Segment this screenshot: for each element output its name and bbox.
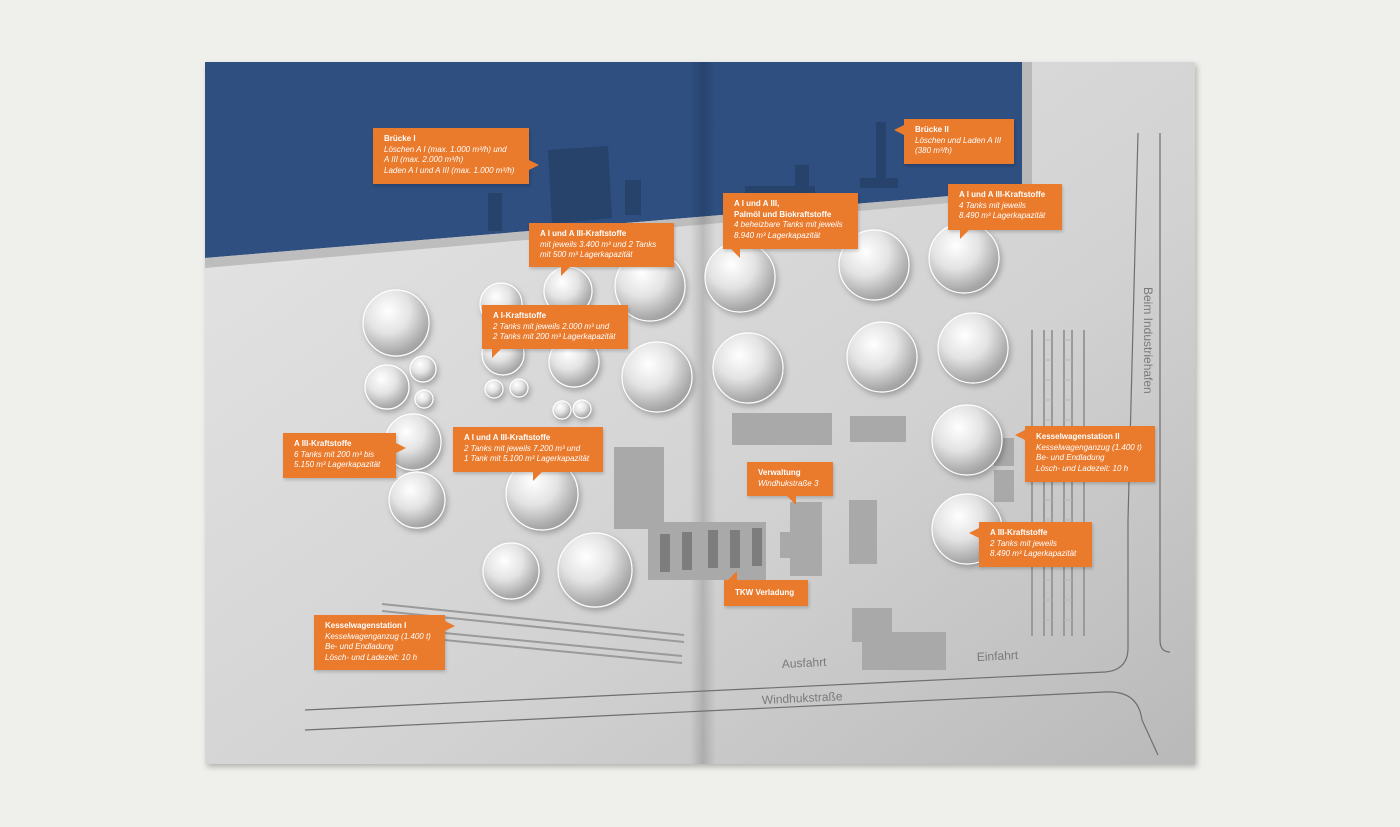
tank bbox=[704, 241, 776, 313]
callout-line: 8.490 m³ Lagerkapazität bbox=[959, 211, 1046, 220]
callout-aiii-left: A III-Kraftstoffe 6 Tanks mit 200 m³ bis… bbox=[283, 433, 406, 478]
harbor-water bbox=[205, 62, 1022, 258]
callout-ai-kraftstoffe: A I-Kraftstoffe 2 Tanks mit jeweils 2.00… bbox=[482, 305, 628, 358]
tank bbox=[388, 471, 446, 529]
tank bbox=[937, 312, 1009, 384]
page-fold bbox=[690, 62, 716, 764]
tank bbox=[482, 542, 540, 600]
callout-title: Kesselwagenstation I bbox=[325, 621, 407, 630]
callout-line: Löschen und Laden A III bbox=[915, 135, 1002, 145]
callout-line: Kesselwagenganzug (1.400 t) bbox=[325, 631, 431, 641]
tank bbox=[712, 332, 784, 404]
exit-label: Ausfahrt bbox=[781, 655, 827, 671]
tank bbox=[572, 399, 592, 419]
callout-title: Brücke I bbox=[384, 134, 416, 143]
callout-line: Kesselwagenganzug (1.400 t) bbox=[1036, 442, 1142, 452]
callout-bruecke-1: Brücke I Löschen A I (max. 1.000 m³/h) u… bbox=[373, 128, 539, 184]
tank bbox=[509, 378, 529, 398]
callout-title: TKW Verladung bbox=[735, 588, 795, 597]
callout-title: Brücke II bbox=[915, 125, 949, 134]
callout-line: 2 Tanks mit 200 m³ Lagerkapazität bbox=[493, 332, 616, 341]
callout-line: 2 Tanks mit jeweils bbox=[990, 538, 1057, 548]
callout-line: mit jeweils 3.400 m³ und 2 Tanks bbox=[540, 239, 657, 249]
callout-ai-aiii-mid: A I und A III-Kraftstoffe 2 Tanks mit je… bbox=[453, 427, 603, 481]
tank bbox=[409, 355, 437, 383]
callout-title: Verwaltung bbox=[758, 468, 801, 477]
callout-title: A I und A III-Kraftstoffe bbox=[959, 190, 1046, 199]
callout-line: 2 Tanks mit jeweils 2.000 m³ und bbox=[493, 321, 610, 331]
tank bbox=[621, 341, 693, 413]
callout-line: Laden A I und A III (max. 1.000 m³/h) bbox=[384, 165, 515, 175]
tank bbox=[414, 389, 434, 409]
callout-line: Lösch- und Ladezeit: 10 h bbox=[325, 652, 418, 662]
tanks bbox=[362, 222, 1009, 608]
entrance-label: Einfahrt bbox=[976, 648, 1019, 664]
tank bbox=[846, 321, 918, 393]
callout-aiii-right: A III-Kraftstoffe 2 Tanks mit jeweils 8.… bbox=[969, 522, 1092, 567]
tank bbox=[552, 400, 572, 420]
callout-line: Be- und Endladung bbox=[1036, 453, 1105, 462]
callout-line: 6 Tanks mit 200 m³ bis bbox=[294, 449, 375, 459]
callout-title: Kesselwagenstation II bbox=[1036, 432, 1120, 441]
callout-line: (380 m³/h) bbox=[915, 146, 952, 155]
callout-verwaltung: Verwaltung Windhukstraße 3 bbox=[747, 462, 833, 505]
callout-ai-aiii-right: A I und A III-Kraftstoffe 4 Tanks mit je… bbox=[948, 184, 1062, 239]
callout-line: 4 beheizbare Tanks mit jeweils bbox=[734, 220, 843, 229]
roads bbox=[304, 132, 1171, 756]
callout-kesselwagenstation-2: Kesselwagenstation II Kesselwagenganzug … bbox=[1015, 426, 1155, 482]
callout-line: 1 Tank mit 5.100 m³ Lagerkapazität bbox=[464, 454, 590, 463]
callout-line: 2 Tanks mit jeweils 7.200 m³ und bbox=[464, 443, 581, 453]
callout-line: A III (max. 2.000 m³/h) bbox=[384, 155, 464, 164]
callout-line: Windhukstraße 3 bbox=[758, 478, 819, 488]
callout-line: 5.150 m³ Lagerkapazität bbox=[294, 460, 381, 469]
callout-title: A I-Kraftstoffe bbox=[493, 311, 547, 320]
callout-line: 8.940 m³ Lagerkapazität bbox=[734, 230, 821, 240]
street-label-windhukstrasse: Windhukstraße bbox=[761, 689, 843, 707]
callout-palmoel: A I und A III, Palmöl und Biokraftstoffe… bbox=[723, 193, 858, 258]
callout-line: 8.490 m³ Lagerkapazität bbox=[990, 549, 1077, 558]
tank bbox=[484, 379, 504, 399]
loading-bays bbox=[660, 528, 762, 572]
pier-structures bbox=[488, 122, 898, 231]
callout-line: Be- und Endladung bbox=[325, 642, 394, 651]
callout-title: A I und A III, Palmöl und Biokraftstoffe bbox=[734, 199, 832, 219]
street-label-beim-industriehafen: Beim Industriehafen bbox=[1141, 287, 1155, 394]
tank bbox=[557, 532, 633, 608]
callout-line: Löschen A I (max. 1.000 m³/h) und bbox=[384, 144, 507, 154]
callout-title: A III-Kraftstoffe bbox=[990, 528, 1048, 537]
callout-title: A III-Kraftstoffe bbox=[294, 439, 352, 448]
tank bbox=[362, 289, 430, 357]
callout-line: mit 500 m³ Lagerkapazität bbox=[540, 250, 633, 259]
callout-bruecke-2: Brücke II Löschen und Laden A III (380 m… bbox=[894, 119, 1014, 164]
tank bbox=[931, 404, 1003, 476]
callout-title: A I und A III-Kraftstoffe bbox=[464, 433, 551, 442]
callout-line: Lösch- und Ladezeit: 10 h bbox=[1036, 463, 1129, 473]
tank bbox=[364, 364, 410, 410]
callout-kesselwagenstation-1: Kesselwagenstation I Kesselwagenganzug (… bbox=[314, 615, 455, 670]
callout-line: 4 Tanks mit jeweils bbox=[959, 200, 1026, 210]
callout-ai-aiii-top: A I und A III-Kraftstoffe mit jeweils 3.… bbox=[529, 223, 674, 276]
callout-title: A I und A III-Kraftstoffe bbox=[540, 229, 627, 238]
callout-tkw-verladung: TKW Verladung bbox=[724, 571, 808, 606]
